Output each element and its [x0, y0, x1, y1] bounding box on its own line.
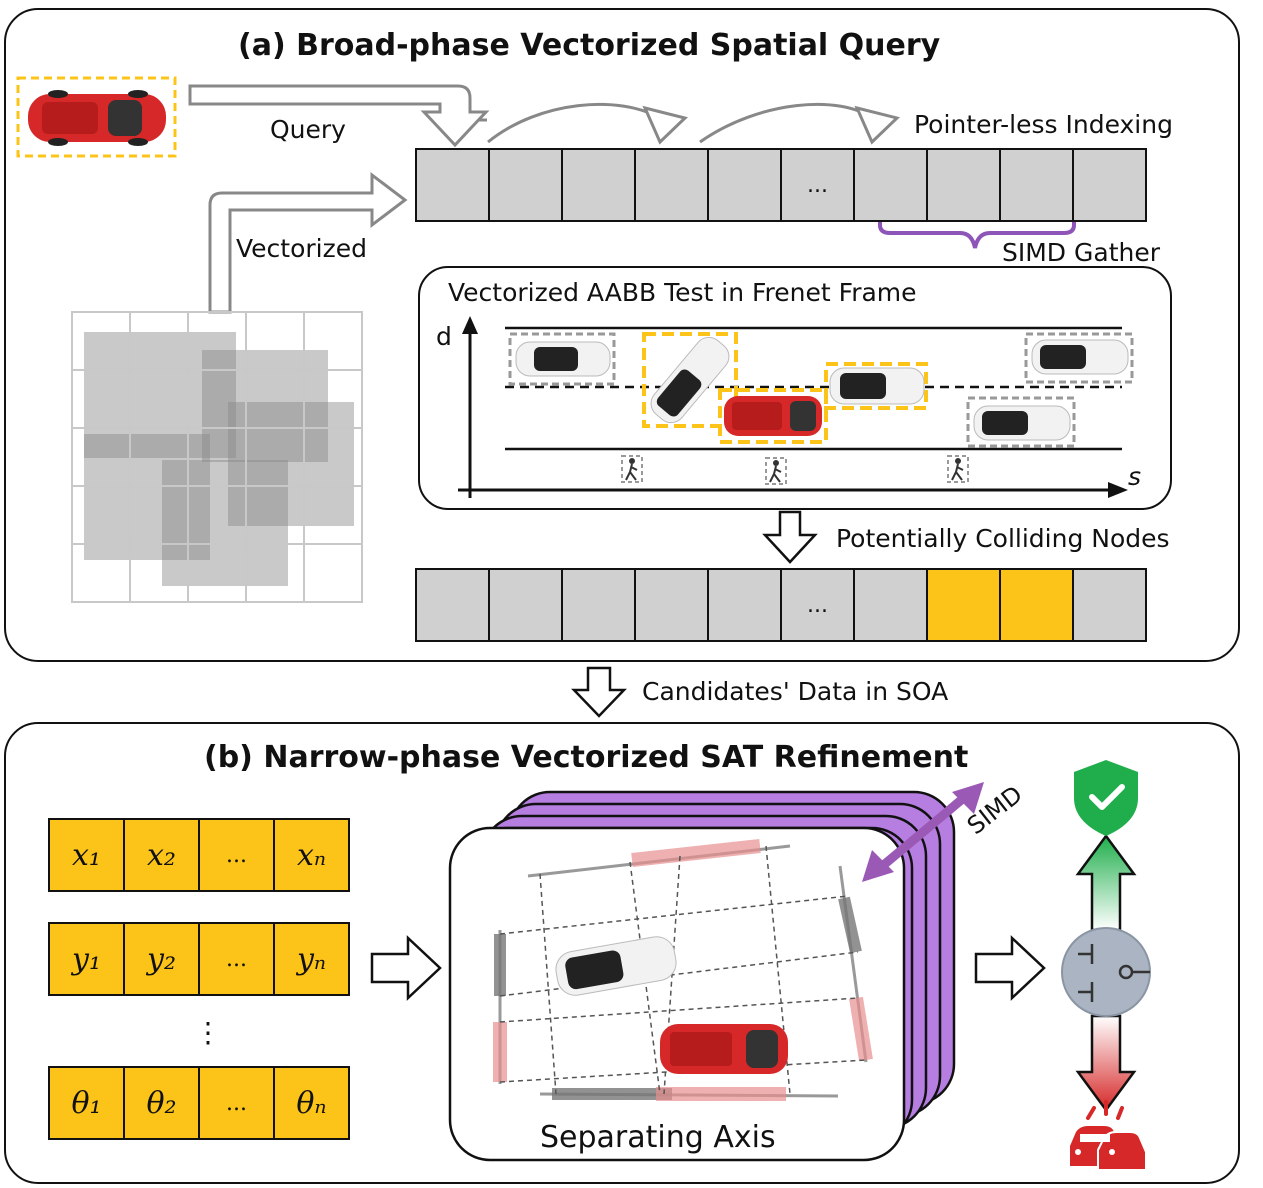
soa-row-x: x₁ x₂ ... xₙ — [48, 818, 350, 892]
soa-cell: ... — [198, 818, 275, 892]
vectorized-label: Vectorized — [236, 234, 367, 263]
car-gray-1 — [515, 341, 611, 377]
query-label: Query — [270, 115, 346, 144]
sat-panel — [448, 826, 906, 1162]
simd-double-arrow — [877, 792, 969, 872]
vectorized-arrow — [208, 171, 408, 314]
indexing-label: Pointer-less Indexing — [914, 110, 1173, 139]
soa-row-y: y₁ y₂ ... yₙ — [48, 922, 350, 996]
index-array-bottom: ... — [415, 568, 1147, 642]
soa-cell: y₁ — [48, 922, 125, 996]
sat-car-red — [660, 1024, 788, 1074]
soa-row-theta: θ₁ θ₂ ... θₙ — [48, 1066, 350, 1140]
broad-phase-title: (a) Broad-phase Vectorized Spatial Query — [238, 28, 941, 63]
soa-cell: ... — [198, 1066, 275, 1140]
collision-arrow — [1075, 1014, 1137, 1113]
car-gray-3 — [973, 405, 1071, 441]
array-cell — [561, 568, 636, 642]
car-rotated — [650, 336, 730, 424]
simd-gather-label: SIMD Gather — [1002, 238, 1161, 267]
soa-cell: ... — [198, 922, 275, 996]
soa-to-sat-arrow — [370, 935, 442, 1001]
array-cell — [999, 148, 1074, 222]
soa-cell: yₙ — [273, 922, 350, 996]
candidates-label: Candidates' Data in SOA — [642, 677, 949, 706]
array-cell — [1072, 568, 1147, 642]
query-car-icon — [28, 90, 166, 146]
array-cell — [415, 568, 490, 642]
narrow-phase-title: (b) Narrow-phase Vectorized SAT Refineme… — [204, 740, 969, 775]
soa-cell: x₂ — [123, 818, 200, 892]
soa-cell: y₂ — [123, 922, 200, 996]
separating-axis-label: Separating Axis — [540, 1120, 776, 1155]
colliding-down-arrow — [762, 510, 818, 564]
simd-gather-brace — [878, 205, 1076, 249]
array-cell-candidate — [999, 568, 1074, 642]
array-cell — [1072, 148, 1147, 222]
pedestrian-icon-1 — [621, 455, 643, 483]
spatial-grid — [71, 311, 363, 603]
sat-car-white — [555, 936, 677, 996]
pedestrian-icon-2 — [765, 457, 787, 485]
soa-vdots: ⋮ — [194, 1016, 222, 1049]
array-cell — [561, 148, 636, 222]
soa-cell: xₙ — [273, 818, 350, 892]
array-cell — [415, 148, 490, 222]
car-crash-icon — [1070, 1100, 1147, 1171]
pedestrian-icon-3 — [947, 455, 969, 483]
hop-arrow-1 — [487, 102, 661, 144]
separating-axis-diagram — [493, 839, 873, 1101]
car-yellow-box — [829, 367, 925, 405]
array-cell — [707, 568, 782, 642]
array-cell — [707, 148, 782, 222]
car-gray-2 — [1031, 339, 1129, 375]
candidates-down-arrow — [571, 666, 627, 718]
axis-s-label: s — [1128, 462, 1142, 491]
soa-cell: θₙ — [273, 1066, 350, 1140]
array-cell — [634, 568, 709, 642]
soa-cell: x₁ — [48, 818, 125, 892]
car-red-ego — [724, 396, 822, 436]
frenet-title: Vectorized AABB Test in Frenet Frame — [448, 278, 917, 307]
shield-check-icon — [1074, 760, 1138, 836]
colliding-label: Potentially Colliding Nodes — [836, 524, 1170, 553]
soa-cell: θ₁ — [48, 1066, 125, 1140]
index-array-top: ... — [415, 148, 1147, 222]
axis-d-label: d — [436, 322, 452, 351]
soa-cell: θ₂ — [123, 1066, 200, 1140]
sat-to-result-arrow — [974, 935, 1046, 1001]
array-cell — [926, 148, 1001, 222]
array-cell: ... — [780, 148, 855, 222]
array-cell — [634, 148, 709, 222]
switch-icon — [1061, 927, 1151, 1017]
query-car-box — [16, 76, 177, 158]
safe-arrow — [1075, 833, 1137, 932]
array-cell — [488, 568, 563, 642]
